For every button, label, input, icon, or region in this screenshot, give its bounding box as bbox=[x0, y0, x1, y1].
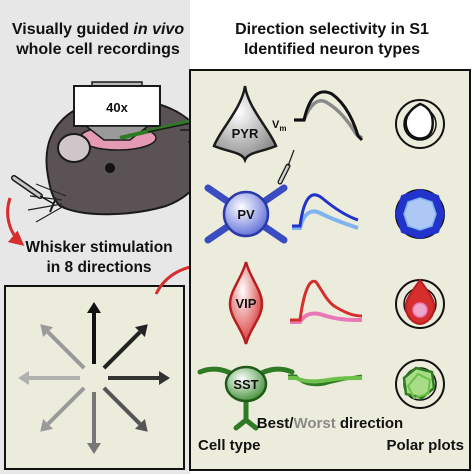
pv-best-trace bbox=[292, 193, 359, 228]
direction-arrow-down-right bbox=[102, 386, 148, 432]
vip-worst-trace bbox=[290, 311, 363, 324]
objective-label: 40x bbox=[106, 100, 128, 115]
pyr-worst-trace bbox=[294, 99, 363, 140]
right-title-line2: Identified neuron types bbox=[244, 41, 420, 58]
flow-arrow-down bbox=[6, 197, 25, 246]
direction-arrow-up-right bbox=[102, 324, 148, 370]
polar-plot-pyr bbox=[395, 99, 445, 149]
neuron-row-sst: SST bbox=[197, 365, 295, 431]
response-traces bbox=[288, 90, 364, 387]
microscope-objective: 40x bbox=[73, 81, 161, 141]
neuron-row-vip: VIP bbox=[228, 261, 264, 345]
polar-plot-sst bbox=[395, 359, 445, 409]
direction-arrow-right bbox=[108, 371, 170, 385]
neuron-row-pv: PV bbox=[204, 184, 288, 244]
pyr-best-trace bbox=[294, 90, 364, 142]
polar-plots bbox=[394, 99, 446, 409]
polar-plot-vip bbox=[395, 278, 445, 329]
direction-arrow-down-left bbox=[40, 386, 86, 432]
direction-arrow-down bbox=[87, 392, 101, 454]
sst-dendrites bbox=[197, 366, 295, 431]
direction-arrow-up bbox=[87, 302, 101, 364]
mouse-whiskers bbox=[27, 183, 67, 223]
polar-plots-label: Polar plots bbox=[386, 437, 464, 454]
direction-arrow-up-left bbox=[40, 324, 86, 370]
direction-arrow-left bbox=[18, 371, 80, 385]
best-worst-direction-label: Best/Worst direction bbox=[257, 415, 403, 432]
neuron-row-pyr: PYR Vm bbox=[212, 85, 295, 185]
left-title-line1: Visually guided in vivo bbox=[12, 21, 184, 38]
vip-best-trace bbox=[290, 279, 363, 322]
whisker-deflector-icon bbox=[277, 149, 295, 185]
vip-neuron-icon bbox=[228, 261, 264, 345]
sst-worst-trace bbox=[288, 376, 363, 384]
sst-neuron-icon bbox=[224, 365, 268, 403]
cell-type-label: Cell type bbox=[198, 437, 261, 454]
polar-plot-pv bbox=[394, 188, 446, 240]
pv-neuron-icon bbox=[222, 190, 270, 238]
right-title-line1: Direction selectivity in S1 bbox=[235, 21, 429, 38]
whisker-caption-line2: in 8 directions bbox=[46, 259, 151, 276]
vm-label: Vm bbox=[272, 119, 286, 133]
whisker-stimulator bbox=[11, 175, 55, 205]
neuron-label: VIP bbox=[236, 296, 257, 311]
pv-worst-trace bbox=[292, 209, 359, 230]
left-title-line2: whole cell recordings bbox=[15, 41, 180, 58]
mouse-eye bbox=[105, 163, 115, 173]
pyr-neuron-icon bbox=[212, 85, 278, 164]
neuron-label: PV bbox=[237, 207, 255, 222]
neuron-label: PYR bbox=[232, 126, 259, 141]
direction-arrows bbox=[18, 302, 170, 454]
mouse-ear bbox=[57, 133, 91, 163]
whisker-caption-line1: Whisker stimulation bbox=[25, 239, 172, 256]
neuron-label: SST bbox=[233, 377, 258, 392]
